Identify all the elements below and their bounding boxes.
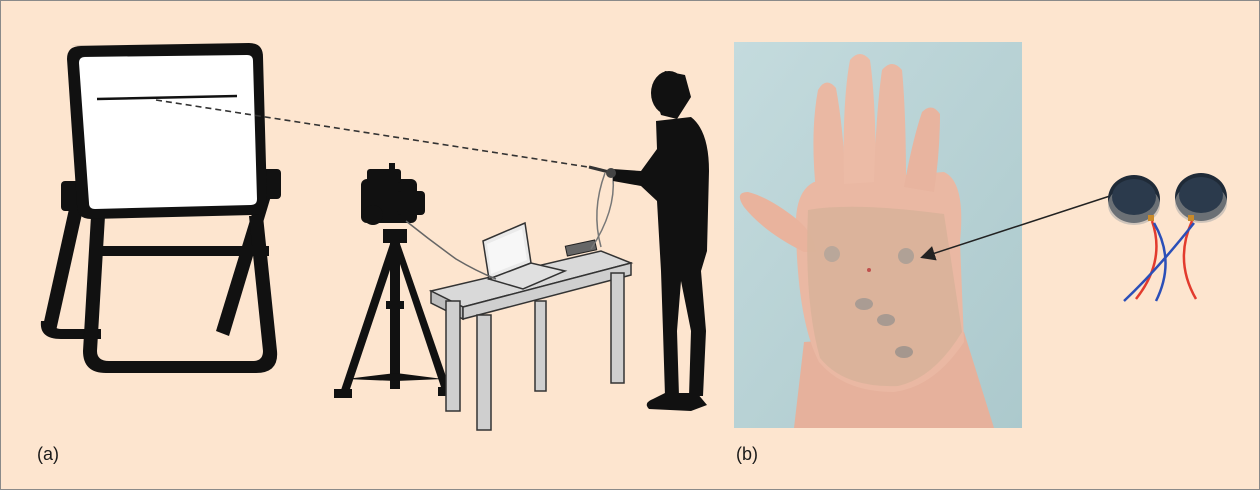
motor-right — [1175, 173, 1227, 223]
motor-left — [1108, 175, 1160, 225]
camera-cable — [406, 221, 496, 279]
pointer-cable-2 — [591, 177, 613, 249]
video-camera-icon — [361, 163, 425, 225]
vibration-motor-icon — [1096, 161, 1246, 311]
laser-pointer-icon — [589, 167, 616, 178]
annotation-arrow — [901, 181, 1121, 271]
person-silhouette-icon — [613, 71, 709, 411]
tripod-icon — [334, 229, 456, 398]
panel-label-a: (a) — [37, 444, 59, 465]
whiteboard-icon — [41, 43, 281, 373]
setup-illustration — [1, 1, 721, 441]
panel-label-b: (b) — [736, 444, 758, 465]
